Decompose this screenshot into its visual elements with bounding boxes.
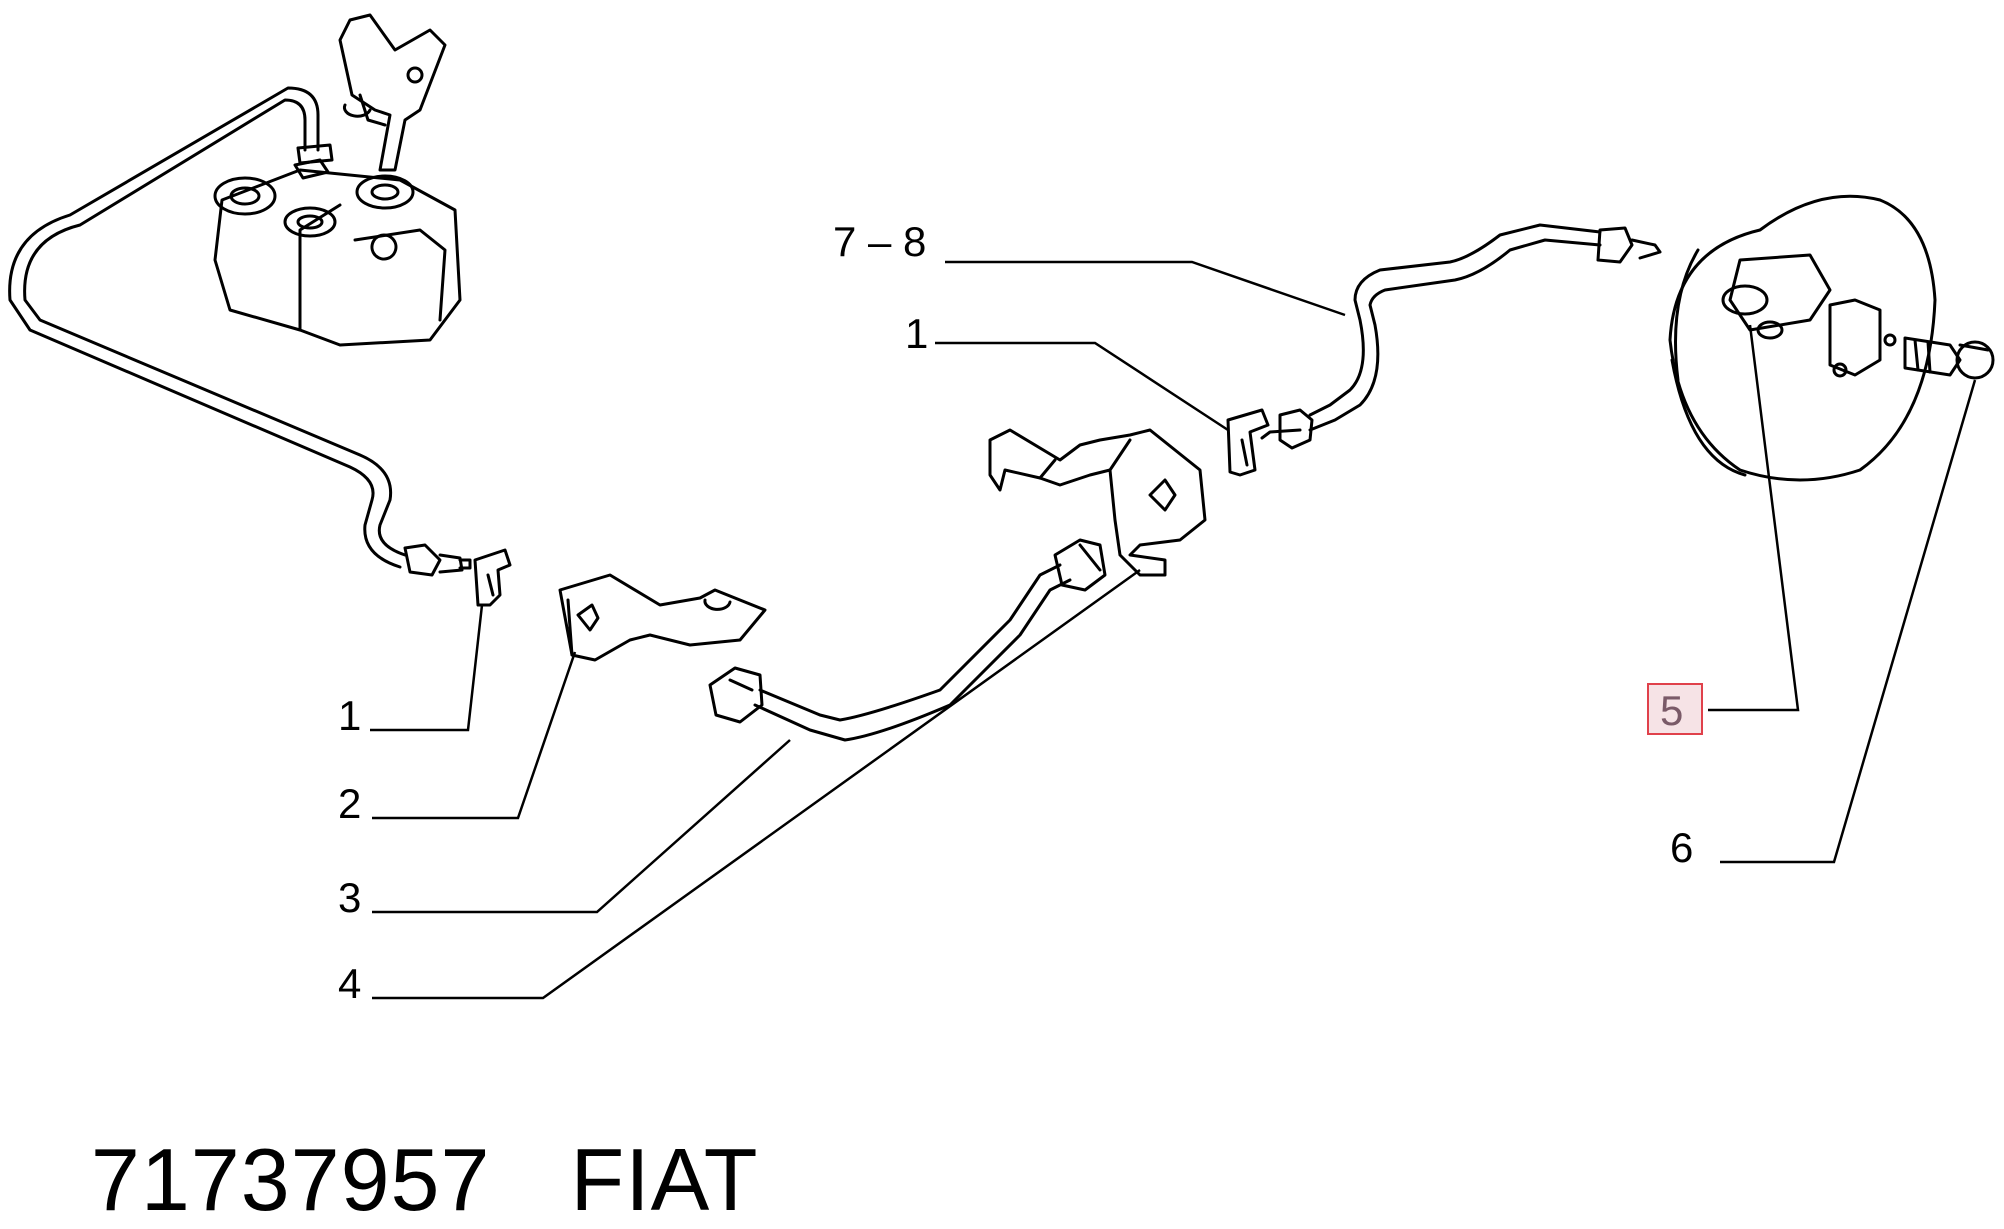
leader-lines <box>370 260 1977 1000</box>
callout-2: 2 <box>338 780 361 827</box>
pressure-regulator <box>213 13 462 347</box>
clip-left <box>473 548 512 607</box>
bracket-2 <box>558 573 767 662</box>
callout-5[interactable]: 5 <box>1660 687 1683 734</box>
brake-pipe-left <box>8 86 472 577</box>
callout-5-highlight[interactable]: 5 <box>1647 683 1703 735</box>
clip-right <box>1226 408 1270 477</box>
brake-booster <box>1668 194 1995 482</box>
callout-7-8: 7 – 8 <box>833 218 926 265</box>
callout-4: 4 <box>338 960 361 1007</box>
callout-6: 6 <box>1670 824 1693 871</box>
brake-pipe-center <box>708 538 1107 742</box>
callout-3: 3 <box>338 874 361 921</box>
brake-pipe-right <box>1260 223 1662 450</box>
brand: FIAT <box>570 1130 759 1229</box>
bracket-center <box>988 428 1207 577</box>
part-number: 71737957 <box>90 1130 491 1229</box>
callout-1-right: 1 <box>905 310 928 357</box>
callout-1-left: 1 <box>338 692 361 739</box>
diagram-svg: 1 2 3 4 7 – 8 1 6 5 <box>8 13 1995 1007</box>
